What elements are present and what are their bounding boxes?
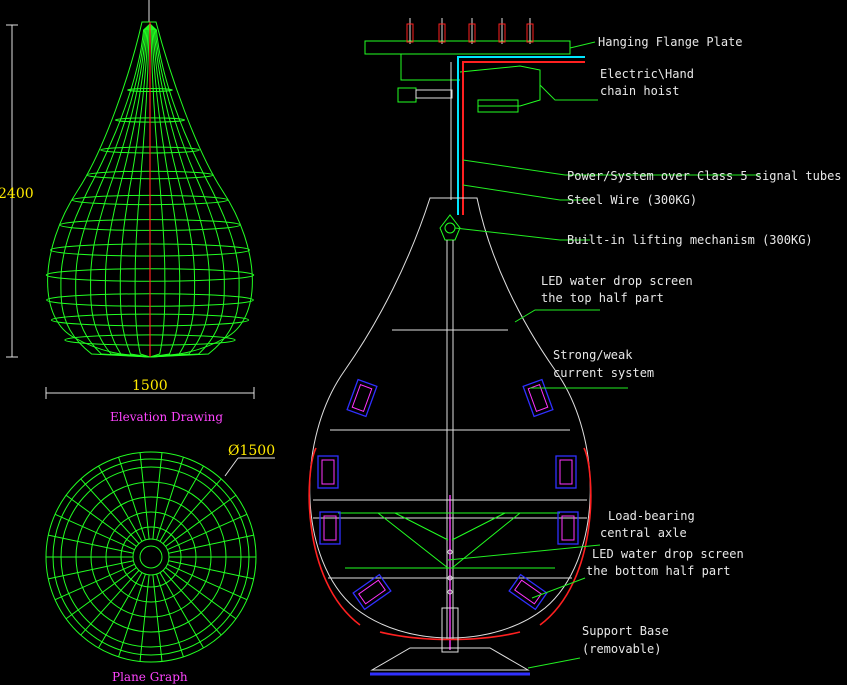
flange-bolts [406, 18, 534, 44]
elevation-meridians [60, 23, 240, 358]
drop-shell-outline [309, 197, 591, 639]
label-current-line2: current system [553, 366, 654, 380]
height-dimension-text: 2400 [0, 186, 34, 202]
steel-wire [462, 61, 585, 215]
section-view: Hanging Flange Plate Electric\Hand chain… [308, 18, 842, 676]
plane-caption: Plane Graph [112, 670, 188, 684]
plane-graph: Ø1500 Plane Graph [45, 443, 275, 684]
support-base [370, 607, 530, 676]
label-axle-line1: Load-bearing [608, 509, 695, 523]
label-wire: Steel Wire (300KG) [567, 193, 697, 207]
label-power: Power/System over Class 5 signal tubes [567, 169, 842, 183]
label-current-line1: Strong/weak [553, 348, 633, 362]
inner-truss [338, 512, 560, 569]
signal-tube [457, 56, 585, 215]
label-bottom-line2: the bottom half part [586, 564, 731, 578]
label-hoist-line2: chain hoist [600, 84, 679, 98]
label-hoist-line1: Electric\Hand [600, 67, 694, 81]
leader-lines [447, 41, 760, 669]
screen-modules [317, 378, 579, 611]
label-base-line1: Support Base [582, 624, 669, 638]
width-dimension-text: 1500 [132, 378, 168, 394]
lifting-mechanism [439, 214, 461, 241]
plane-spokes [46, 452, 256, 662]
label-bottom-line1: LED water drop screen [592, 547, 744, 561]
diameter-leader [224, 457, 239, 477]
label-lifting: Built-in lifting mechanism (300KG) [567, 233, 813, 247]
label-base-line2: (removable) [582, 642, 661, 656]
label-top-line1: LED water drop screen [541, 274, 693, 288]
flange-plate [364, 40, 571, 55]
label-axle-line2: central axle [600, 526, 687, 540]
elevation-drawing: 2400 1500 Elevation Drawing [0, 0, 255, 424]
elevation-caption: Elevation Drawing [110, 410, 223, 424]
chain-hoist [397, 54, 541, 113]
label-flange: Hanging Flange Plate [598, 35, 743, 49]
label-top-line2: the top half part [541, 291, 664, 305]
diameter-text: Ø1500 [228, 443, 275, 459]
